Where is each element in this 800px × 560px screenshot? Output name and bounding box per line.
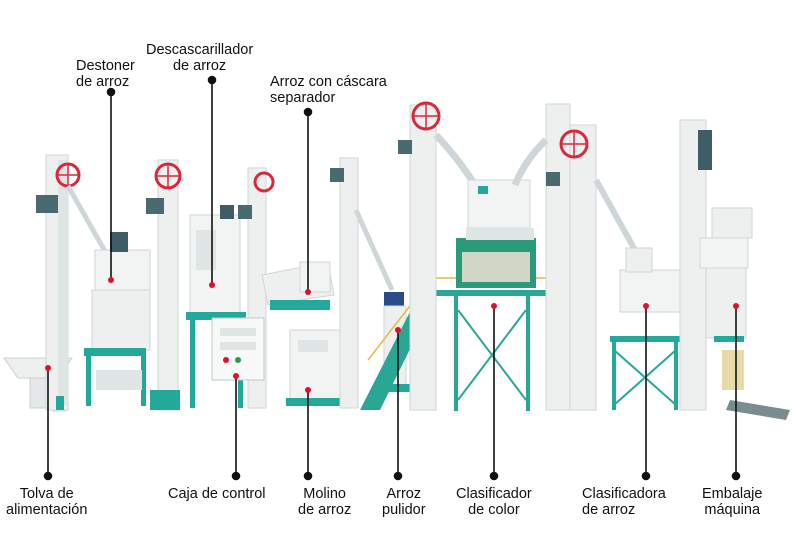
label-destoner: Destoner de arroz: [76, 58, 135, 90]
label-rice-grader: Clasificadora de arroz: [582, 486, 666, 518]
paddy-separator: [261, 261, 335, 310]
label-control-box: Caja de control: [168, 486, 266, 502]
bucket-elevator-2: [146, 159, 182, 411]
destoner-machine: [84, 232, 151, 406]
rice-grader: [610, 247, 681, 410]
color-sorter-machine: [456, 179, 536, 288]
label-packing-machine: Embalaje máquina: [702, 486, 763, 518]
label-husker: Descascarillador de arroz: [146, 42, 254, 74]
bucket-elevator-1: [36, 154, 113, 411]
label-rice-mill: Molino de arroz: [298, 486, 352, 518]
label-paddy-separator: Arroz con cáscara separador: [270, 74, 387, 106]
control-box: [211, 317, 265, 381]
label-rice-polisher: Arroz pulidor: [382, 486, 426, 518]
bucket-elevator-7: [546, 124, 638, 411]
rice-mill-machine: [286, 329, 344, 406]
label-feed-hopper: Tolva de alimentación: [6, 486, 88, 518]
bucket-elevator-4: [330, 157, 395, 409]
leader-lines: [43, 75, 741, 481]
packing-machine: [699, 207, 790, 420]
label-color-sorter: Clasificador de color: [456, 486, 532, 518]
